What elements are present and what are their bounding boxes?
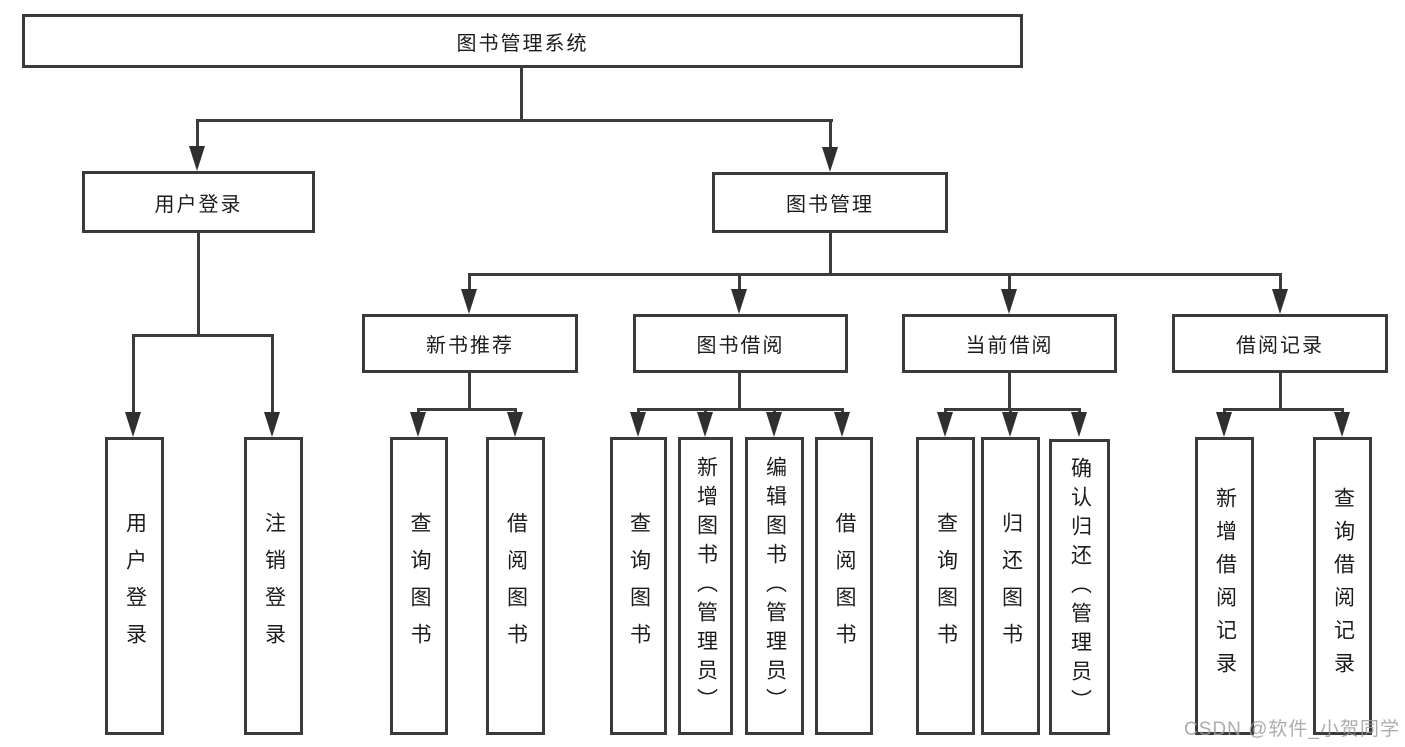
connector-line [132,334,274,337]
leaf-borrow-books-2: 借阅图书 [815,437,873,735]
node-book-management: 图书管理 [712,172,948,233]
leaf-query-borrow-record: 查询借阅记录 [1313,437,1372,735]
csdn-watermark: CSDN @软件_小贺同学 [1184,719,1400,740]
arrow-down-icon [410,412,426,437]
connector-line [196,119,199,151]
arrow-down-icon [1272,289,1288,314]
leaf-confirm-return-admin: 确认归还（管理员） [1049,439,1110,735]
arrow-down-icon [125,412,141,437]
arrow-down-icon [822,147,838,172]
connector-line [637,408,844,411]
node-book-borrow: 图书借阅 [633,314,848,373]
connector-line [197,231,200,337]
arrow-down-icon [189,146,205,171]
arrow-down-icon [630,412,646,437]
leaf-add-borrow-record: 新增借阅记录 [1195,437,1254,735]
leaf-edit-books-admin: 编辑图书（管理员） [745,437,804,735]
arrow-down-icon [1216,412,1232,437]
arrow-down-icon [1334,412,1350,437]
connector-line [1008,371,1011,411]
leaf-user-login: 用户登录 [105,437,164,735]
connector-line [132,334,135,414]
connector-line [1223,408,1343,411]
leaf-query-books-1: 查询图书 [390,437,448,735]
arrow-down-icon [507,412,523,437]
arrow-down-icon [697,412,713,437]
arrow-down-icon [937,412,953,437]
connector-line [738,273,741,291]
connector-line [829,119,832,151]
arrow-down-icon [461,289,477,314]
arrow-down-icon [731,289,747,314]
connector-line [944,408,1080,411]
arrow-down-icon [1001,289,1017,314]
arrow-down-icon [766,412,782,437]
node-new-book-recommend: 新书推荐 [362,314,578,373]
arrow-down-icon [1071,412,1087,437]
leaf-query-books-2: 查询图书 [610,437,667,735]
node-root: 图书管理系统 [22,14,1023,68]
arrow-down-icon [1002,412,1018,437]
leaf-query-books-3: 查询图书 [916,437,975,735]
node-user-login: 用户登录 [82,171,315,233]
node-current-borrow: 当前借阅 [902,314,1117,373]
connector-line [1008,273,1011,291]
leaf-logout: 注销登录 [244,437,303,735]
node-borrow-records: 借阅记录 [1172,314,1388,373]
arrow-down-icon [834,412,850,437]
connector-line [520,66,523,121]
connector-line [738,371,741,411]
connector-line [417,408,517,411]
connector-line [1279,371,1282,411]
leaf-add-books-admin: 新增图书（管理员） [678,437,733,735]
connector-line [829,231,832,276]
leaf-borrow-books-1: 借阅图书 [486,437,545,735]
arrow-down-icon [264,412,280,437]
connector-line [1279,273,1282,291]
connector-line [196,119,833,122]
connector-line [271,334,274,414]
connector-line [468,273,471,291]
connector-line [468,273,1282,276]
connector-line [468,371,471,411]
leaf-return-books: 归还图书 [981,437,1040,735]
